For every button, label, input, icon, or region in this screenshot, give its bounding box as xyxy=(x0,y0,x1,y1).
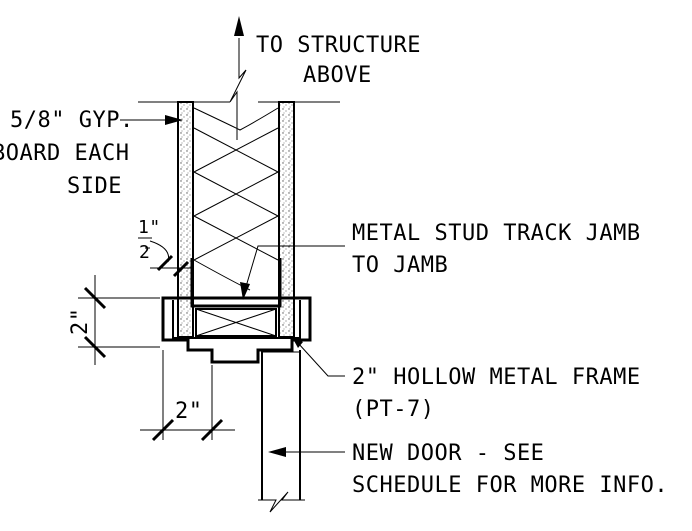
hollow-frame-label-2: (PT-7) xyxy=(352,397,434,422)
insulation-pattern xyxy=(193,107,279,291)
metal-stud-track xyxy=(190,258,282,308)
vertical-dimension-label: 2" xyxy=(68,308,93,336)
horizontal-dimension xyxy=(140,350,235,442)
hollow-metal-frame xyxy=(161,296,312,364)
vertical-dimension xyxy=(78,275,160,365)
structure-arrow xyxy=(229,16,247,140)
half-inch-dimension xyxy=(145,240,192,278)
to-structure-label-1: TO STRUCTURE xyxy=(256,33,421,58)
gyp-label-1: 5/8" GYP. xyxy=(10,108,134,133)
metal-stud-label-1: METAL STUD TRACK JAMB xyxy=(352,221,641,246)
frame-leader xyxy=(292,337,345,377)
hollow-frame-label-1: 2" HOLLOW METAL FRAME xyxy=(352,365,641,390)
door-panel xyxy=(258,350,305,513)
gyp-label-2: BOARD EACH xyxy=(0,141,129,166)
horizontal-dimension-label: 2" xyxy=(175,399,203,424)
gyp-leader xyxy=(120,115,183,125)
half-inch-numerator: 1" xyxy=(138,217,161,238)
metal-stud-leader xyxy=(240,245,345,300)
blocking xyxy=(195,308,277,337)
gyp-label-3: SIDE xyxy=(67,174,122,199)
to-structure-label-2: ABOVE xyxy=(303,63,372,88)
new-door-label-2: SCHEDULE FOR MORE INFO. xyxy=(352,473,668,498)
half-inch-denominator: 2 xyxy=(139,242,150,263)
new-door-label-1: NEW DOOR - SEE xyxy=(352,441,544,466)
metal-stud-label-2: TO JAMB xyxy=(352,253,448,278)
door-leader xyxy=(268,447,345,457)
